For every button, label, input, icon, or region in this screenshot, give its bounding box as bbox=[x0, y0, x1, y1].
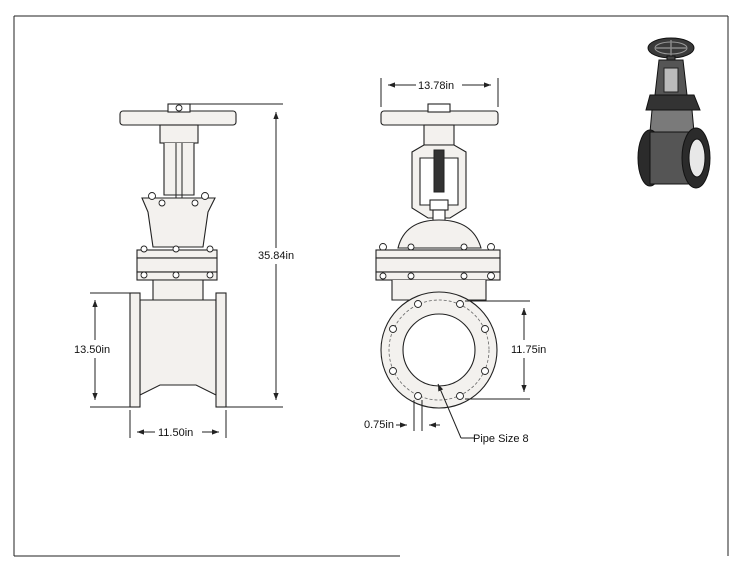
front-bonnet bbox=[141, 192, 216, 248]
front-valve-body bbox=[129, 279, 227, 408]
side-handwheel bbox=[380, 103, 499, 126]
flange-height-label: 13.50in bbox=[74, 344, 110, 356]
side-yoke bbox=[411, 124, 467, 225]
side-end-flange bbox=[380, 291, 498, 409]
handwheel-label: 13.78in bbox=[418, 80, 454, 92]
front-body-flange bbox=[136, 245, 218, 281]
pipe-size-callout: Pipe Size 8 bbox=[437, 383, 529, 445]
dim-overall-height: 35.84in bbox=[190, 103, 294, 408]
front-view bbox=[119, 103, 237, 408]
front-handwheel bbox=[119, 103, 237, 126]
dim-handwheel: 13.78in bbox=[380, 78, 499, 107]
face-to-face-label: 11.50in bbox=[158, 427, 193, 439]
overall-height-label: 35.84in bbox=[258, 250, 294, 262]
side-view bbox=[375, 103, 501, 409]
dim-flange-height: 13.50in bbox=[74, 292, 130, 408]
side-bonnet bbox=[379, 219, 495, 251]
side-body-flange bbox=[375, 249, 501, 281]
dim-face-to-face: 11.50in bbox=[129, 410, 227, 439]
dim-bolt-circle: 11.75in bbox=[465, 300, 546, 400]
dim-flange-thickness: 0.75in bbox=[364, 400, 440, 431]
isometric-valve-image bbox=[637, 37, 711, 189]
pipe-size-label: Pipe Size 8 bbox=[473, 433, 529, 445]
drawing-border bbox=[13, 15, 729, 557]
bolt-circle-label: 11.75in bbox=[511, 344, 546, 356]
flange-thickness-label: 0.75in bbox=[364, 419, 394, 431]
